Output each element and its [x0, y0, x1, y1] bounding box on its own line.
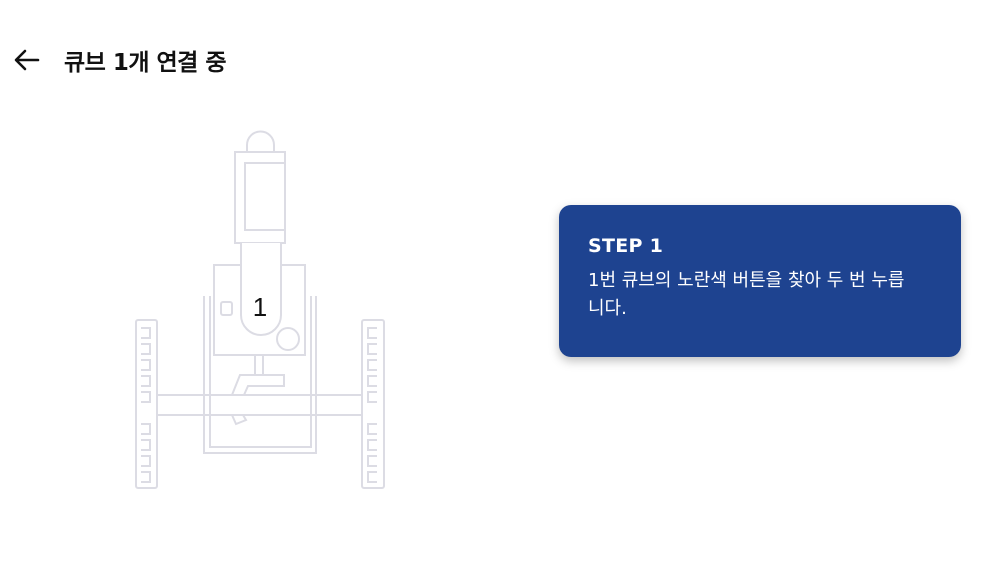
back-button[interactable] [12, 40, 42, 80]
step-description: 1번 큐브의 노란색 버튼을 찾아 두 번 누릅니다. [588, 270, 905, 319]
sensor-dome [246, 130, 275, 152]
stem [254, 355, 264, 375]
right-wheel [361, 319, 385, 489]
bracket [203, 296, 317, 454]
cube-number: 1 [253, 292, 267, 322]
left-wheel [135, 319, 158, 489]
step-label: STEP 1 [588, 235, 664, 257]
body-square [220, 301, 233, 316]
header: 큐브 1개 연결 중 [12, 40, 227, 80]
arrow-left-icon [14, 49, 40, 71]
axle [158, 394, 362, 416]
head-inner [244, 162, 286, 231]
page-title: 큐브 1개 연결 중 [64, 50, 227, 76]
arm [231, 374, 285, 426]
step-card: STEP 1 1번 큐브의 노란색 버튼을 찾아 두 번 누릅니다. [559, 205, 961, 357]
body-button [276, 327, 300, 351]
neck [240, 243, 282, 336]
